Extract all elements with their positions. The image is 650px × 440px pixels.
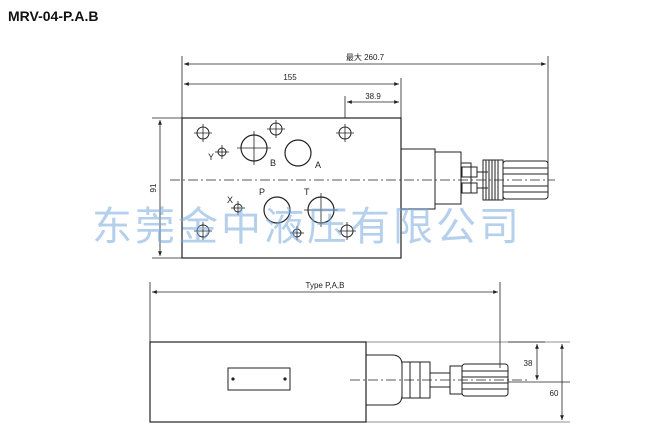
port-y-hole bbox=[214, 144, 230, 160]
port-label-t: T bbox=[304, 187, 310, 197]
watermark: 东莞金中液压有限公司 bbox=[92, 204, 522, 250]
dim-offset-label: 38.9 bbox=[365, 92, 381, 101]
valve-body-side bbox=[149, 341, 367, 423]
port-p-hole bbox=[263, 196, 291, 224]
page-title: MRV-04-P.A.B bbox=[8, 8, 99, 24]
adjuster-assembly-top bbox=[400, 148, 549, 210]
port-label-p: P bbox=[259, 187, 265, 197]
dim-width-label: 155 bbox=[283, 73, 297, 82]
dim-type-label: Type P,A,B bbox=[306, 281, 345, 290]
side-view: Type P,A,B bbox=[149, 281, 570, 423]
dim-38-label: 38 bbox=[524, 359, 533, 368]
adjuster-assembly-side bbox=[366, 354, 509, 406]
port-label-b: B bbox=[270, 158, 276, 168]
dim-overall-label: 最大 260.7 bbox=[346, 52, 385, 62]
top-view: 最大 260.7 155 38.9 91 bbox=[149, 52, 555, 259]
dim-60-label: 60 bbox=[550, 389, 559, 398]
dim-height-label: 91 bbox=[149, 183, 158, 192]
mount-hole-2 bbox=[266, 119, 286, 139]
mount-hole-3 bbox=[335, 123, 355, 143]
port-label-a: A bbox=[315, 160, 321, 170]
name-plate bbox=[227, 367, 291, 391]
port-label-y: Y bbox=[208, 152, 214, 162]
mount-hole-1 bbox=[193, 123, 213, 143]
port-a-hole bbox=[284, 139, 312, 167]
port-label-x: X bbox=[227, 195, 233, 205]
port-b-hole bbox=[236, 130, 272, 166]
